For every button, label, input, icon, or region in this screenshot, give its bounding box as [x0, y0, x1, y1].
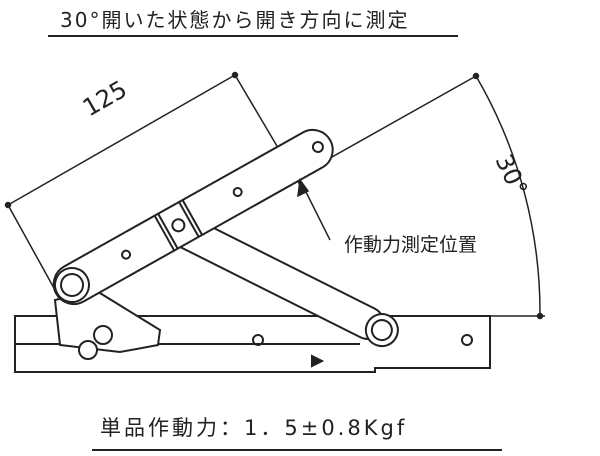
title-underline: [48, 35, 458, 37]
measure-point-label: 作動力測定位置: [344, 234, 478, 256]
direction-arrow-icon: [311, 354, 325, 368]
pivot-bracket: [53, 288, 162, 360]
diagram-title: 30°開いた状態から開き方向に測定: [60, 8, 410, 32]
upper-arm: [52, 128, 334, 306]
measure-point-arrow-icon: [297, 178, 331, 241]
operating-force-spec: 単品作動力：1．5±0.8Kgf: [100, 416, 408, 440]
spec-underline: [92, 449, 502, 451]
